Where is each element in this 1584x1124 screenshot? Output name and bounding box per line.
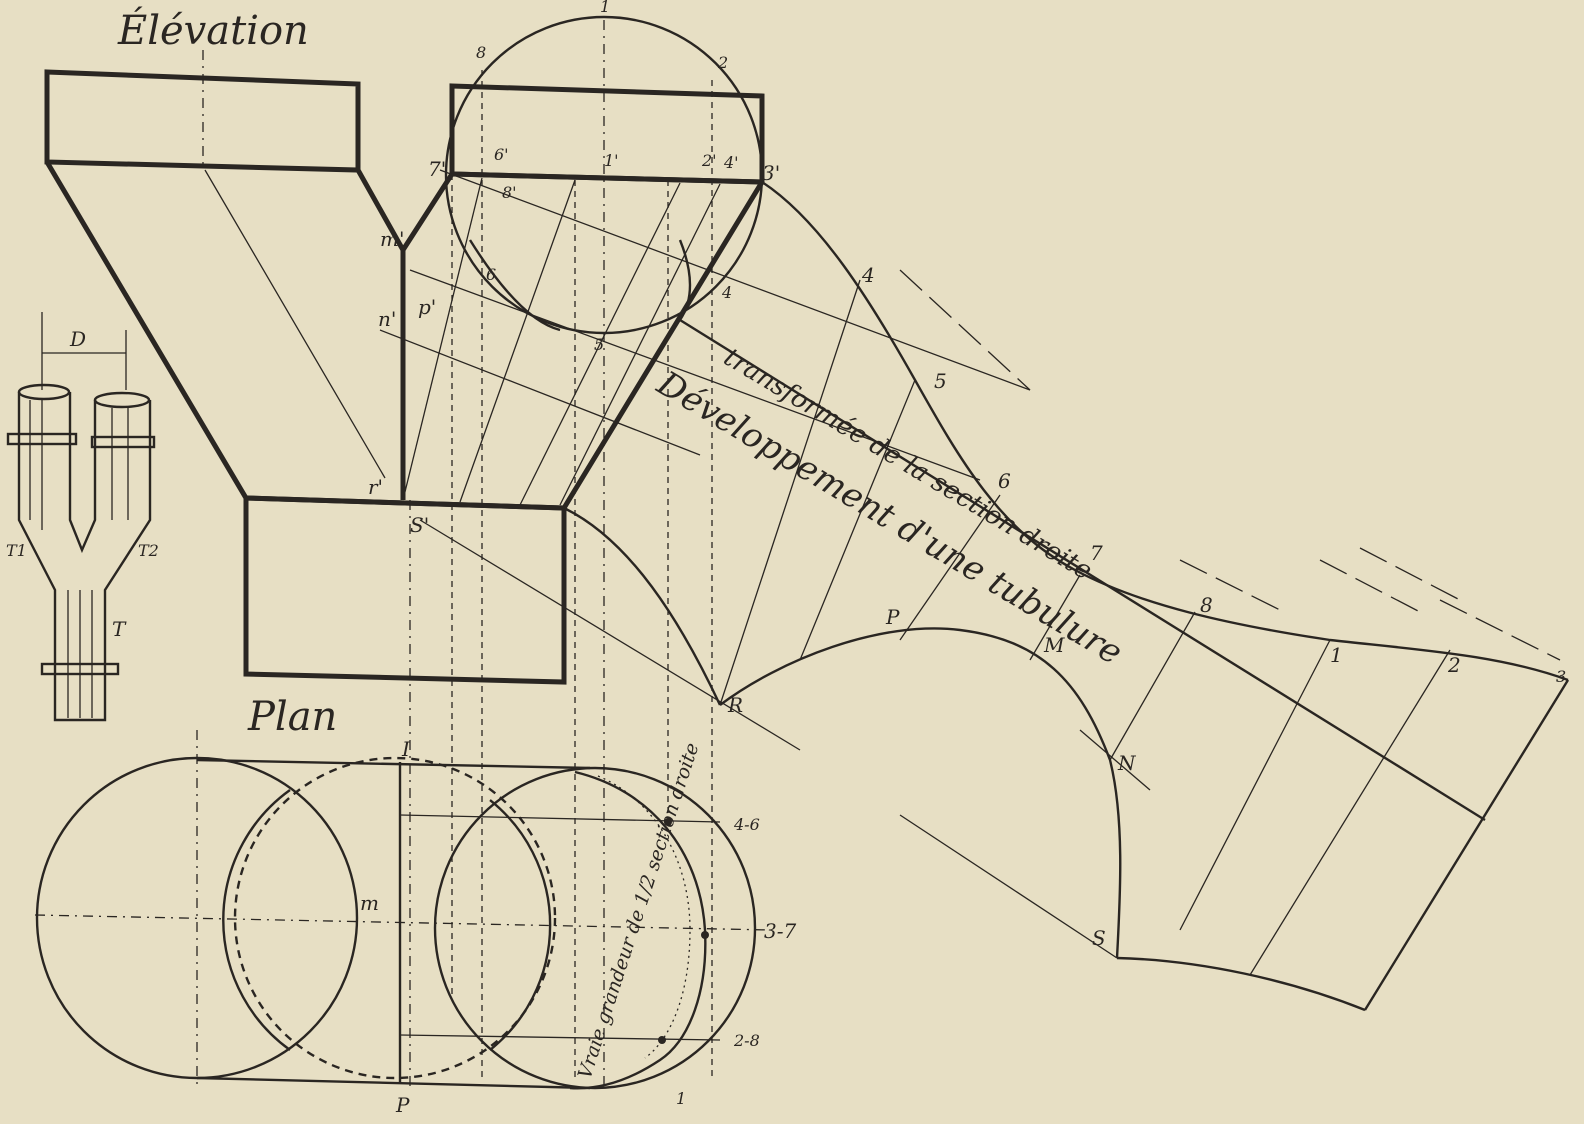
elev-label-m: m' bbox=[380, 227, 404, 251]
elev-label-S: S' bbox=[410, 513, 429, 537]
inset-left-mouth bbox=[17, 383, 71, 401]
inset-label-T2: T2 bbox=[138, 541, 159, 560]
plan-label-2-8: 2-8 bbox=[733, 1031, 760, 1050]
elev-label-6p: 6' bbox=[494, 145, 509, 164]
elev-label-6: 6 bbox=[486, 265, 496, 284]
dev-label-M: M bbox=[1043, 633, 1065, 657]
trunk-rectangle bbox=[243, 495, 567, 685]
plan-label-I: I bbox=[401, 737, 411, 761]
development-generators bbox=[719, 279, 1569, 1011]
section-line bbox=[679, 318, 1486, 822]
inset-right-mouth bbox=[93, 391, 151, 409]
projection-dotted bbox=[451, 70, 713, 1080]
dev-label-R: R bbox=[727, 693, 743, 717]
elev-label-2p: 2' bbox=[701, 151, 717, 170]
circle-label-2: 2 bbox=[717, 53, 728, 72]
branch-base-line bbox=[451, 171, 763, 185]
plan-label-3-7: 3-7 bbox=[764, 919, 796, 943]
plan-point-4-6 bbox=[664, 818, 672, 826]
projection-lines bbox=[196, 20, 605, 1090]
section-hatching bbox=[597, 775, 691, 1059]
plan-point-2-8 bbox=[658, 1036, 666, 1044]
plan-left-arc bbox=[222, 789, 291, 1051]
elev-label-3p: 3' bbox=[762, 161, 780, 185]
plan-top-tangent bbox=[196, 758, 591, 770]
plan-label-m: m bbox=[360, 891, 379, 915]
plan-bottom-tangent bbox=[196, 1076, 591, 1090]
dev-curve-bottom bbox=[719, 627, 1122, 959]
elev-label-8p: 8' bbox=[502, 183, 517, 202]
plan-label-4-6: 4-6 bbox=[733, 815, 760, 834]
elev-label-r: r' bbox=[368, 475, 383, 499]
dev-label-4: 4 bbox=[861, 263, 875, 287]
dev-label-6: 6 bbox=[998, 469, 1011, 493]
transformee-curve bbox=[761, 180, 1569, 682]
plan-heading: Plan bbox=[247, 694, 337, 740]
dev-label-S: S bbox=[1092, 926, 1106, 950]
plan-axis-horizontal bbox=[34, 914, 771, 931]
elev-label-4: 4 bbox=[721, 283, 732, 302]
dev-label-P: P bbox=[885, 605, 900, 629]
inset-hatch bbox=[29, 400, 129, 718]
inset-inner bbox=[68, 392, 97, 554]
elev-label-4p: 4' bbox=[723, 153, 739, 172]
plan-point-3-7 bbox=[701, 931, 709, 939]
inset-label-T1: T1 bbox=[6, 541, 27, 560]
elevation-view bbox=[44, 15, 1031, 1090]
inset-right-collar bbox=[90, 435, 156, 449]
dev-curve-base bbox=[1116, 956, 1366, 1012]
elev-label-p: p' bbox=[418, 295, 436, 319]
plan-label-P: P bbox=[395, 1093, 410, 1117]
dev-label-2: 2 bbox=[1447, 653, 1461, 677]
development-dashes bbox=[899, 269, 1561, 959]
dev-label-1: 1 bbox=[1330, 643, 1343, 667]
dev-label-5: 5 bbox=[934, 369, 947, 393]
elev-label-7p: 7' bbox=[428, 157, 446, 181]
development-view bbox=[563, 180, 1570, 1012]
circle-label-8: 8 bbox=[476, 43, 486, 62]
elev-label-1p: 1' bbox=[604, 151, 619, 170]
ellipse-arc bbox=[468, 239, 561, 332]
true-half-section bbox=[569, 770, 707, 1090]
y-crotch bbox=[355, 168, 455, 255]
plan-right-arc bbox=[489, 799, 552, 1051]
vraie-grandeur-annotation: Vraie grandeur de 1/2 section droite bbox=[574, 740, 704, 1081]
dev-label-7: 7 bbox=[1090, 541, 1103, 565]
plan-circle-middle bbox=[233, 756, 557, 1080]
plan-label-1: 1 bbox=[676, 1089, 686, 1108]
elevation-diagonals bbox=[379, 169, 1031, 751]
plan-reference-lines bbox=[399, 814, 721, 1041]
inset-label-T: T bbox=[112, 617, 127, 641]
elev-label-n: n' bbox=[378, 307, 396, 331]
ellipse-arc-2 bbox=[678, 239, 692, 321]
dev-curve-left bbox=[563, 506, 722, 706]
plan-view bbox=[34, 756, 771, 1090]
inset-outline bbox=[17, 392, 152, 722]
inset-pictorial bbox=[6, 312, 156, 722]
elevation-heading: Élévation bbox=[117, 7, 309, 54]
inset-label-D: D bbox=[69, 327, 86, 351]
dev-label-8: 8 bbox=[1200, 593, 1213, 617]
branch-construction-lines bbox=[204, 169, 763, 506]
section-circle bbox=[444, 15, 764, 335]
dev-label-3: 3 bbox=[1556, 667, 1566, 686]
elev-label-5: 5 bbox=[594, 335, 604, 354]
circle-label-1: 1 bbox=[600, 0, 610, 16]
dev-label-N: N bbox=[1117, 751, 1137, 775]
